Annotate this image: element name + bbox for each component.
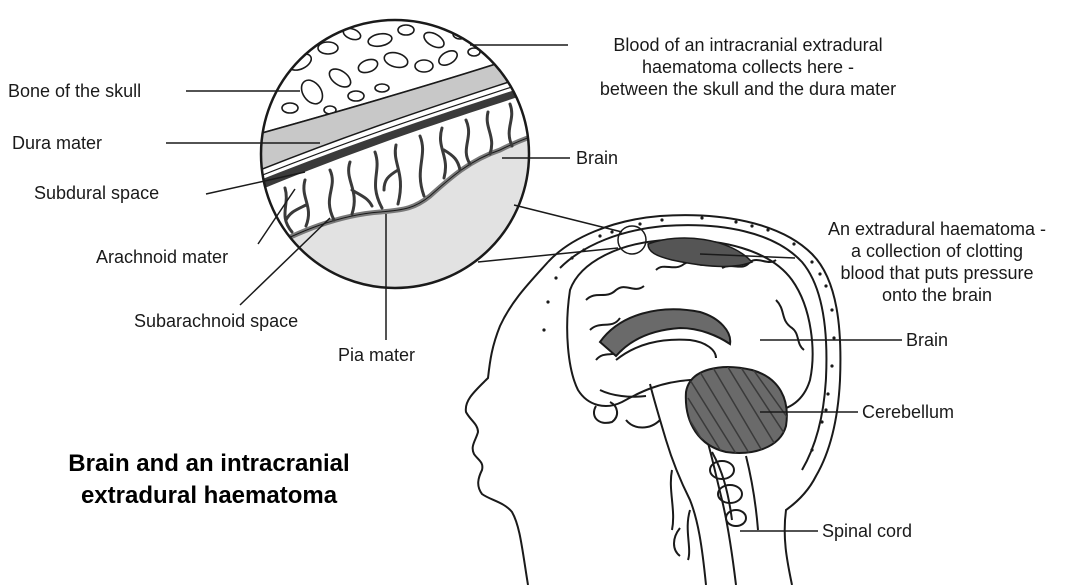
label-brain-head: Brain [906, 329, 948, 351]
label-subdural-space: Subdural space [34, 182, 159, 204]
label-subarachnoid-space: Subarachnoid space [134, 310, 298, 332]
label-haematoma-line-2: a collection of clotting [792, 240, 1079, 262]
label-spinal-cord: Spinal cord [822, 520, 912, 542]
label-blood-line-2: haematoma collects here - [548, 56, 948, 78]
label-haematoma-line-4: onto the brain [792, 284, 1079, 306]
title-line-2: extradural haematoma [20, 480, 398, 512]
label-brain-inset: Brain [576, 147, 618, 169]
label-blood-line-3: between the skull and the dura mater [548, 78, 948, 100]
label-arachnoid-mater: Arachnoid mater [96, 246, 228, 268]
label-extradural-haematoma: An extradural haematoma - a collection o… [792, 218, 1079, 306]
title-line-1: Brain and an intracranial [20, 448, 398, 480]
extradural-haematoma [648, 238, 752, 266]
label-blood-line-1: Blood of an intracranial extradural [548, 34, 948, 56]
label-pia-mater: Pia mater [338, 344, 415, 366]
label-bone-of-skull: Bone of the skull [8, 80, 141, 102]
label-haematoma-line-1: An extradural haematoma - [792, 218, 1079, 240]
diagram-title: Brain and an intracranial extradural hae… [20, 448, 398, 512]
inset-magnification [255, 15, 545, 305]
label-blood-collection: Blood of an intracranial extradural haem… [548, 34, 948, 100]
label-cerebellum: Cerebellum [862, 401, 954, 423]
label-dura-mater: Dura mater [12, 132, 102, 154]
face-profile [466, 262, 548, 585]
label-haematoma-line-3: blood that puts pressure [792, 262, 1079, 284]
